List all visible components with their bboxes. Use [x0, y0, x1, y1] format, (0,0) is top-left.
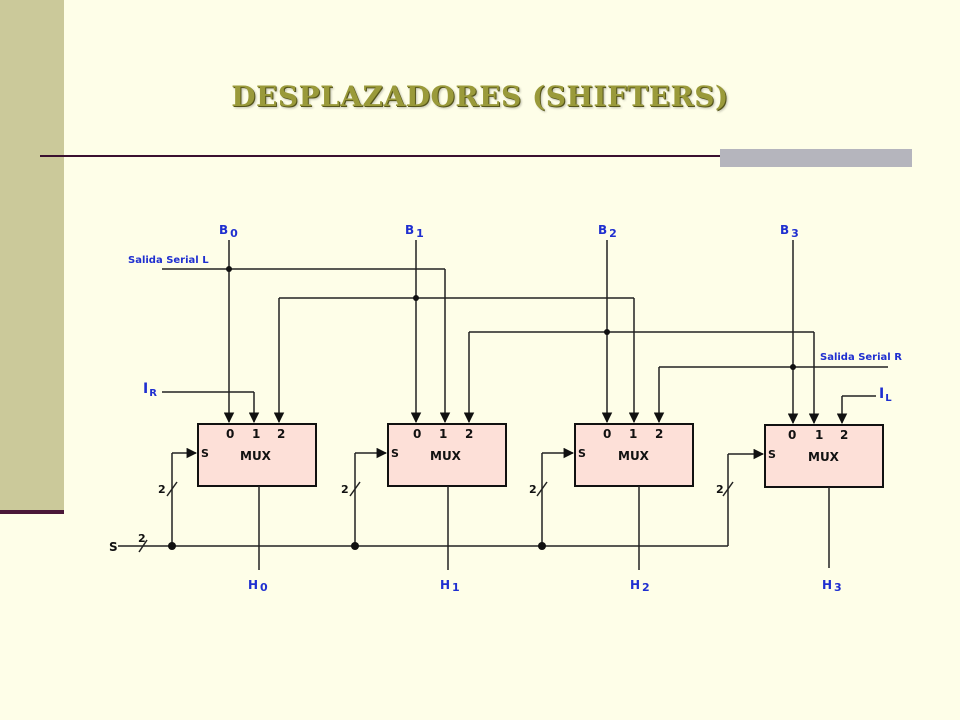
select-input-label: S — [109, 540, 118, 554]
mux-port-label: 0 — [413, 427, 421, 441]
mux-block-0: 0 1 2 S MUX — [197, 423, 317, 487]
mux-port-label: 2 — [277, 427, 285, 441]
bus-width-label: 2 — [158, 483, 166, 496]
mux-port-label: 2 — [840, 428, 848, 442]
mux-block-3: 0 1 2 S MUX — [764, 424, 884, 488]
mux-block-1: 0 1 2 S MUX — [387, 423, 507, 487]
title-rule — [40, 155, 912, 157]
il-label: IL — [879, 386, 892, 404]
ir-label: IR — [143, 381, 157, 399]
mux-label: MUX — [430, 449, 462, 463]
mux-port-label: 0 — [603, 427, 611, 441]
mux-select-label: S — [768, 448, 776, 461]
mux-port-label: 0 — [226, 427, 234, 441]
mux-label: MUX — [240, 449, 272, 463]
bus-width-label: 2 — [341, 483, 349, 496]
left-decor-line — [0, 510, 64, 514]
mux-port-label: 2 — [655, 427, 663, 441]
mux-select-label: S — [201, 447, 209, 460]
bus-width-label: 2 — [716, 483, 724, 496]
bus-width-label: 2 — [138, 532, 146, 545]
mux-label: MUX — [618, 449, 650, 463]
mux-port-label: 0 — [788, 428, 796, 442]
mux-port-label: 2 — [465, 427, 473, 441]
mux-block-2: 0 1 2 S MUX — [574, 423, 694, 487]
title-rule-accent — [720, 149, 912, 167]
wires — [118, 240, 888, 570]
serial-left-label: Salida Serial L — [128, 255, 209, 266]
mux-port-label: 1 — [439, 427, 447, 441]
serial-right-label: Salida Serial R — [820, 352, 902, 363]
left-decor-bar — [0, 0, 64, 510]
mux-port-label: 1 — [629, 427, 637, 441]
slide-title: DESPLAZADORES (SHIFTERS) — [231, 80, 729, 113]
junctions — [168, 266, 796, 550]
bus-width-label: 2 — [529, 483, 537, 496]
mux-select-label: S — [578, 447, 586, 460]
mux-port-label: 1 — [815, 428, 823, 442]
mux-label: MUX — [808, 450, 840, 464]
mux-select-label: S — [391, 447, 399, 460]
mux-port-label: 1 — [252, 427, 260, 441]
